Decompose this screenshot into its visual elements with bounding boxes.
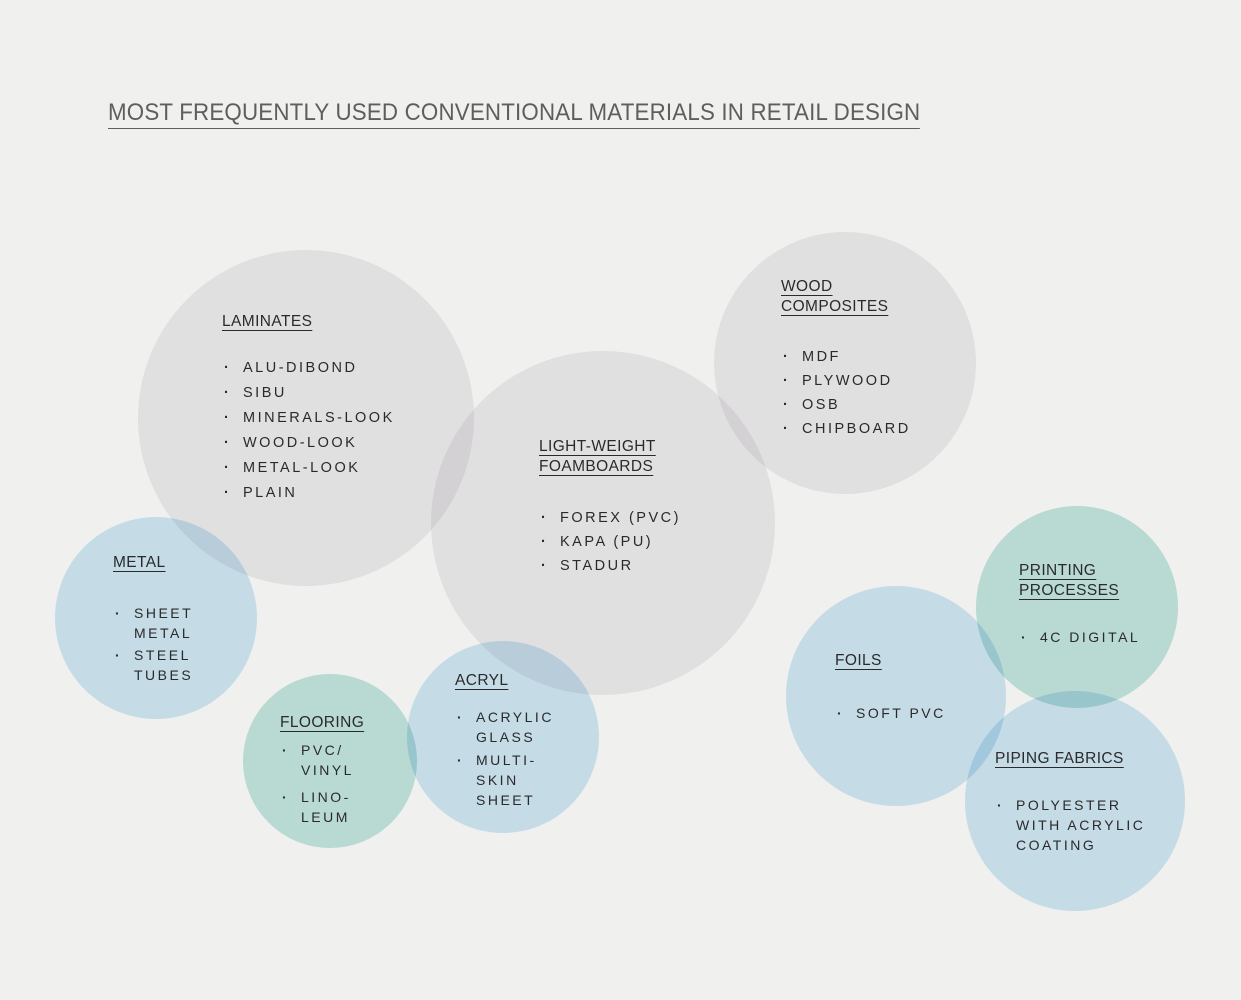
metal-list: SHEET METAL STEEL TUBES xyxy=(113,603,193,685)
lightweight-foamboards-list: FOREX (PVC) KAPA (PU) STADUR xyxy=(539,508,681,577)
list-item: 4C DIGITAL xyxy=(1019,627,1140,647)
list-item: PLYWOOD xyxy=(781,371,911,392)
printing-processes-label-group: PRINTING PROCESSES 4C DIGITAL xyxy=(1019,561,1140,647)
page-title: MOST FREQUENTLY USED CONVENTIONAL MATERI… xyxy=(108,101,921,130)
acryl-list: ACRYLIC GLASS MULTI- SKIN SHEET xyxy=(455,707,554,810)
list-item: STEEL TUBES xyxy=(113,645,193,685)
laminates-list: ALU-DIBOND SIBU MINERALS-LOOK WOOD-LOOK … xyxy=(222,358,395,504)
list-item: SOFT PVC xyxy=(835,703,946,723)
metal-heading: METAL xyxy=(113,554,166,571)
list-item: PLAIN xyxy=(222,483,395,504)
printing-processes-heading: PRINTING PROCESSES xyxy=(1019,562,1120,599)
piping-fabrics-heading: PIPING FABRICS xyxy=(995,750,1124,767)
list-item: ACRYLIC GLASS xyxy=(455,707,554,747)
foils-label-group: FOILS SOFT PVC xyxy=(835,651,946,723)
list-item: ALU-DIBOND xyxy=(222,358,395,379)
list-item: POLYESTER WITH ACRYLIC COATING xyxy=(995,795,1145,855)
list-item: OSB xyxy=(781,395,911,416)
laminates-heading: LAMINATES xyxy=(222,313,313,330)
list-item: LINO- LEUM xyxy=(280,787,364,827)
flooring-heading: FLOORING xyxy=(280,714,365,731)
wood-composites-label-group: WOOD COMPOSITES MDF PLYWOOD OSB CHIPBOAR… xyxy=(781,277,911,443)
list-item: FOREX (PVC) xyxy=(539,508,681,529)
lightweight-foamboards-label-group: LIGHT-WEIGHT FOAMBOARDS FOREX (PVC) KAPA… xyxy=(539,437,681,580)
list-item: KAPA (PU) xyxy=(539,532,681,553)
flooring-label-group: FLOORING PVC/ VINYL LINO- LEUM xyxy=(280,713,364,834)
acryl-label-group: ACRYL ACRYLIC GLASS MULTI- SKIN SHEET xyxy=(455,671,554,813)
list-item: SIBU xyxy=(222,383,395,404)
piping-fabrics-list: POLYESTER WITH ACRYLIC COATING xyxy=(995,795,1145,855)
list-item: METAL-LOOK xyxy=(222,458,395,479)
flooring-list: PVC/ VINYL LINO- LEUM xyxy=(280,740,364,827)
list-item: CHIPBOARD xyxy=(781,419,911,440)
list-item: MULTI- SKIN SHEET xyxy=(455,750,554,810)
list-item: MDF xyxy=(781,347,911,368)
list-item: PVC/ VINYL xyxy=(280,740,364,780)
foils-list: SOFT PVC xyxy=(835,703,946,723)
piping-fabrics-label-group: PIPING FABRICS POLYESTER WITH ACRYLIC CO… xyxy=(995,749,1145,855)
wood-composites-heading: WOOD COMPOSITES xyxy=(781,278,889,315)
list-item: STADUR xyxy=(539,556,681,577)
wood-composites-list: MDF PLYWOOD OSB CHIPBOARD xyxy=(781,347,911,440)
printing-processes-list: 4C DIGITAL xyxy=(1019,627,1140,647)
list-item: SHEET METAL xyxy=(113,603,193,643)
laminates-label-group: LAMINATES ALU-DIBOND SIBU MINERALS-LOOK … xyxy=(222,312,395,508)
list-item: WOOD-LOOK xyxy=(222,433,395,454)
list-item: MINERALS-LOOK xyxy=(222,408,395,429)
foils-heading: FOILS xyxy=(835,652,882,669)
lightweight-foamboards-heading: LIGHT-WEIGHT FOAMBOARDS xyxy=(539,438,656,475)
metal-label-group: METAL SHEET METAL STEEL TUBES xyxy=(113,553,193,687)
acryl-heading: ACRYL xyxy=(455,672,509,689)
printing-processes-bubble xyxy=(976,506,1178,708)
